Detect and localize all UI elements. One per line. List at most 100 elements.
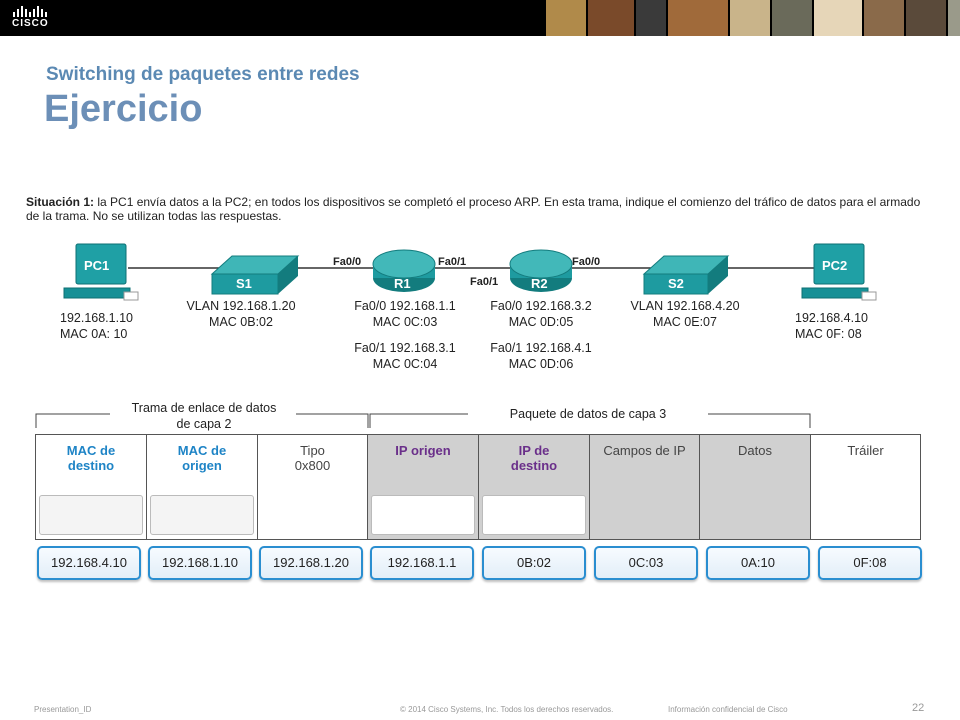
pc1-ip: 192.168.1.10 <box>60 311 133 325</box>
network-topology <box>63 243 877 301</box>
field-header: Tráiler <box>811 443 920 458</box>
pc2-name: PC2 <box>822 258 848 273</box>
r1-if0-mac: MAC 0C:03 <box>372 315 438 329</box>
photo-tile <box>546 0 586 36</box>
r2-if0-mac: MAC 0D:05 <box>508 315 574 329</box>
answer-chip[interactable]: 192.168.1.10 <box>148 546 252 580</box>
pc2-ip: 192.168.4.10 <box>795 311 868 325</box>
photo-tile <box>864 0 904 36</box>
layer2-label-line2: de capa 2 <box>176 417 232 431</box>
drop-slot[interactable] <box>150 495 254 535</box>
drop-slot[interactable] <box>39 495 143 535</box>
top-banner: CISCO <box>0 0 960 36</box>
slide-title: Ejercicio <box>44 88 203 130</box>
r1-port-fa0-0: Fa0/0 <box>333 256 362 268</box>
s2-vlan: VLAN 192.168.4.20 <box>630 299 740 313</box>
cisco-bars-icon <box>13 6 47 17</box>
s1-mac: MAC 0B:02 <box>209 315 273 329</box>
field-header: Datos <box>700 443 810 458</box>
field-label: MAC de <box>177 443 227 458</box>
r1-if1-mac: MAC 0C:04 <box>372 357 438 371</box>
photo-strip <box>544 0 960 36</box>
r1-if0-ip: Fa0/0 192.168.1.1 <box>354 299 456 313</box>
router-r2-icon <box>509 249 573 292</box>
s2-mac: MAC 0E:07 <box>653 315 717 329</box>
field-header: IP origen <box>368 443 478 458</box>
layer2-bracket <box>35 413 110 428</box>
field-label: 0x800 <box>294 458 331 473</box>
r2-if1-ip: Fa0/1 192.168.4.1 <box>490 341 592 355</box>
frame-brackets <box>35 413 811 428</box>
layer2-label-line1: Trama de enlace de datos <box>131 401 277 415</box>
r2-name: R2 <box>531 276 548 291</box>
frame-table <box>35 434 921 540</box>
field-label: origen <box>182 458 222 473</box>
field-label: destino <box>67 458 115 473</box>
switch-s1-icon <box>210 255 300 295</box>
answer-chip[interactable]: 0C:03 <box>594 546 698 580</box>
r1-name: R1 <box>394 276 411 291</box>
layer3-bracket <box>369 413 468 428</box>
layer3-bracket <box>708 413 811 428</box>
pc2-mac: MAC 0F: 08 <box>795 327 862 341</box>
field-label: Tráiler <box>847 443 884 458</box>
photo-tile <box>948 0 960 36</box>
s1-vlan: VLAN 192.168.1.20 <box>186 299 296 313</box>
presentation-id: Presentation_ID <box>34 705 92 714</box>
photo-tile <box>636 0 666 36</box>
r2-port-fa0-1: Fa0/1 <box>470 276 499 288</box>
answer-chip[interactable]: 0B:02 <box>482 546 586 580</box>
pc1-icon <box>63 243 139 301</box>
photo-tile <box>814 0 862 36</box>
field-trailer: Tráiler <box>811 435 920 539</box>
situation-description: la PC1 envía datos a la PC2; en todos lo… <box>26 195 921 223</box>
photo-tile <box>772 0 812 36</box>
photo-tile <box>588 0 634 36</box>
r2-if0-ip: Fa0/0 192.168.3.2 <box>490 299 592 313</box>
field-label: destino <box>510 458 558 473</box>
answer-chip[interactable]: 0A:10 <box>706 546 810 580</box>
r2-port-fa0-0: Fa0/0 <box>572 256 601 268</box>
r1-port-fa0-1: Fa0/1 <box>438 256 467 268</box>
field-label: Datos <box>738 443 772 458</box>
field-label: IP origen <box>395 443 451 458</box>
layer3-label: Paquete de datos de capa 3 <box>509 407 667 421</box>
layer2-bracket <box>296 413 369 428</box>
answer-chip[interactable]: 192.168.1.20 <box>259 546 363 580</box>
field-ip-origen: IP origen <box>368 435 479 539</box>
pc1-name: PC1 <box>84 258 110 273</box>
field-campos-ip: Campos de IP <box>590 435 700 539</box>
drop-slot[interactable] <box>371 495 475 535</box>
answer-chip[interactable]: 0F:08 <box>818 546 922 580</box>
s2-name: S2 <box>668 276 684 291</box>
cisco-wordmark: CISCO <box>12 18 49 29</box>
situation-text: Situación 1: la PC1 envía datos a la PC2… <box>26 195 936 223</box>
cisco-logo: CISCO <box>12 5 52 29</box>
pc1-mac: MAC 0A: 10 <box>60 327 128 341</box>
router-r1-icon <box>372 249 436 292</box>
photo-tile <box>668 0 728 36</box>
layer2-label: Trama de enlace de datos de capa 2 <box>114 400 294 432</box>
answer-chip[interactable]: 192.168.1.1 <box>370 546 474 580</box>
field-header: Campos de IP <box>590 443 699 458</box>
drop-slot[interactable] <box>482 495 586 535</box>
r1-if1-ip: Fa0/1 192.168.3.1 <box>354 341 456 355</box>
slide-subtitle: Switching de paquetes entre redes <box>46 64 360 85</box>
field-label: Campos de IP <box>603 443 686 458</box>
photo-tile <box>730 0 770 36</box>
switch-s2-icon <box>642 255 730 295</box>
pc2-icon <box>801 243 877 301</box>
copyright: © 2014 Cisco Systems, Inc. Todos los der… <box>400 705 614 714</box>
answer-chip[interactable]: 192.168.4.10 <box>37 546 141 580</box>
r2-if1-mac: MAC 0D:06 <box>508 357 574 371</box>
